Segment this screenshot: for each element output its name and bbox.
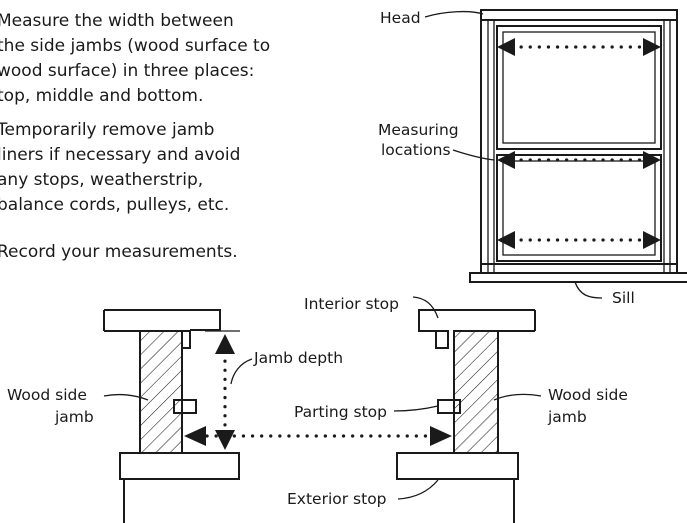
interior-stop-label: Interior stop bbox=[304, 295, 399, 313]
right-wood-side-jamb bbox=[453, 330, 499, 454]
measuring-label-line-1: Measuring bbox=[378, 121, 459, 139]
instruction-2-line-2: liners if necessary and avoid bbox=[0, 145, 240, 165]
measure-bottom bbox=[497, 231, 661, 249]
measure-middle bbox=[497, 151, 661, 169]
instruction-1-line-4: top, middle and bottom. bbox=[0, 86, 203, 106]
head-label: Head bbox=[380, 9, 421, 27]
wood-side-jamb-left-line-2: jamb bbox=[54, 408, 94, 426]
jamb-depth-leader bbox=[230, 358, 253, 385]
instruction-1-line-2: the side jambs (wood surface to bbox=[0, 36, 270, 56]
instruction-1-line-3: wood surface) in three places: bbox=[0, 61, 254, 81]
wood-side-jamb-left-line-1: Wood side bbox=[7, 386, 87, 404]
window-sill bbox=[469, 272, 687, 283]
parting-stop-leader bbox=[393, 405, 439, 412]
parting-stop-label: Parting stop bbox=[294, 403, 387, 421]
sill-leader bbox=[574, 281, 603, 299]
head-leader bbox=[424, 10, 484, 18]
instruction-1-line-1: Measure the width between bbox=[0, 11, 234, 31]
left-interior-stop bbox=[181, 330, 191, 349]
measure-top bbox=[497, 38, 661, 56]
instruction-2-line-4: balance cords, pulleys, etc. bbox=[0, 195, 229, 215]
upper-sash bbox=[496, 25, 662, 150]
instructions: Measure the width between the side jambs… bbox=[0, 11, 270, 262]
exterior-stop-leader bbox=[397, 479, 439, 500]
jamb-section: Interior stop Jamb depth Wood side jamb … bbox=[7, 295, 628, 523]
right-interior-stop bbox=[435, 330, 449, 349]
measuring-label-line-2: locations bbox=[381, 141, 451, 159]
exterior-stop-label: Exterior stop bbox=[287, 490, 387, 508]
left-parting-stop bbox=[173, 399, 197, 414]
lower-sash bbox=[496, 154, 662, 262]
left-exterior-casing bbox=[119, 452, 240, 480]
instruction-3-line-1: Record your measurements. bbox=[0, 242, 238, 262]
wood-side-jamb-right-line-1: Wood side bbox=[548, 386, 628, 404]
interior-stop-leader bbox=[412, 296, 439, 319]
wood-side-jamb-right-line-2: jamb bbox=[547, 408, 587, 426]
left-interior-casing bbox=[104, 309, 221, 331]
measuring-leader bbox=[452, 149, 495, 161]
right-exterior-casing bbox=[396, 452, 519, 480]
jamb-depth-label: Jamb depth bbox=[253, 349, 343, 367]
left-wood-side-jamb bbox=[139, 330, 183, 454]
window-elevation: Head Measuring locations Sill bbox=[378, 9, 687, 307]
wood-side-jamb-right-leader bbox=[493, 393, 542, 401]
sill-label: Sill bbox=[612, 289, 635, 307]
wood-side-jamb-left-leader bbox=[103, 393, 149, 401]
instruction-2-line-1: Temporarily remove jamb bbox=[0, 120, 214, 140]
right-interior-casing bbox=[418, 309, 535, 332]
instruction-2-line-3: any stops, weatherstrip, bbox=[0, 170, 203, 190]
